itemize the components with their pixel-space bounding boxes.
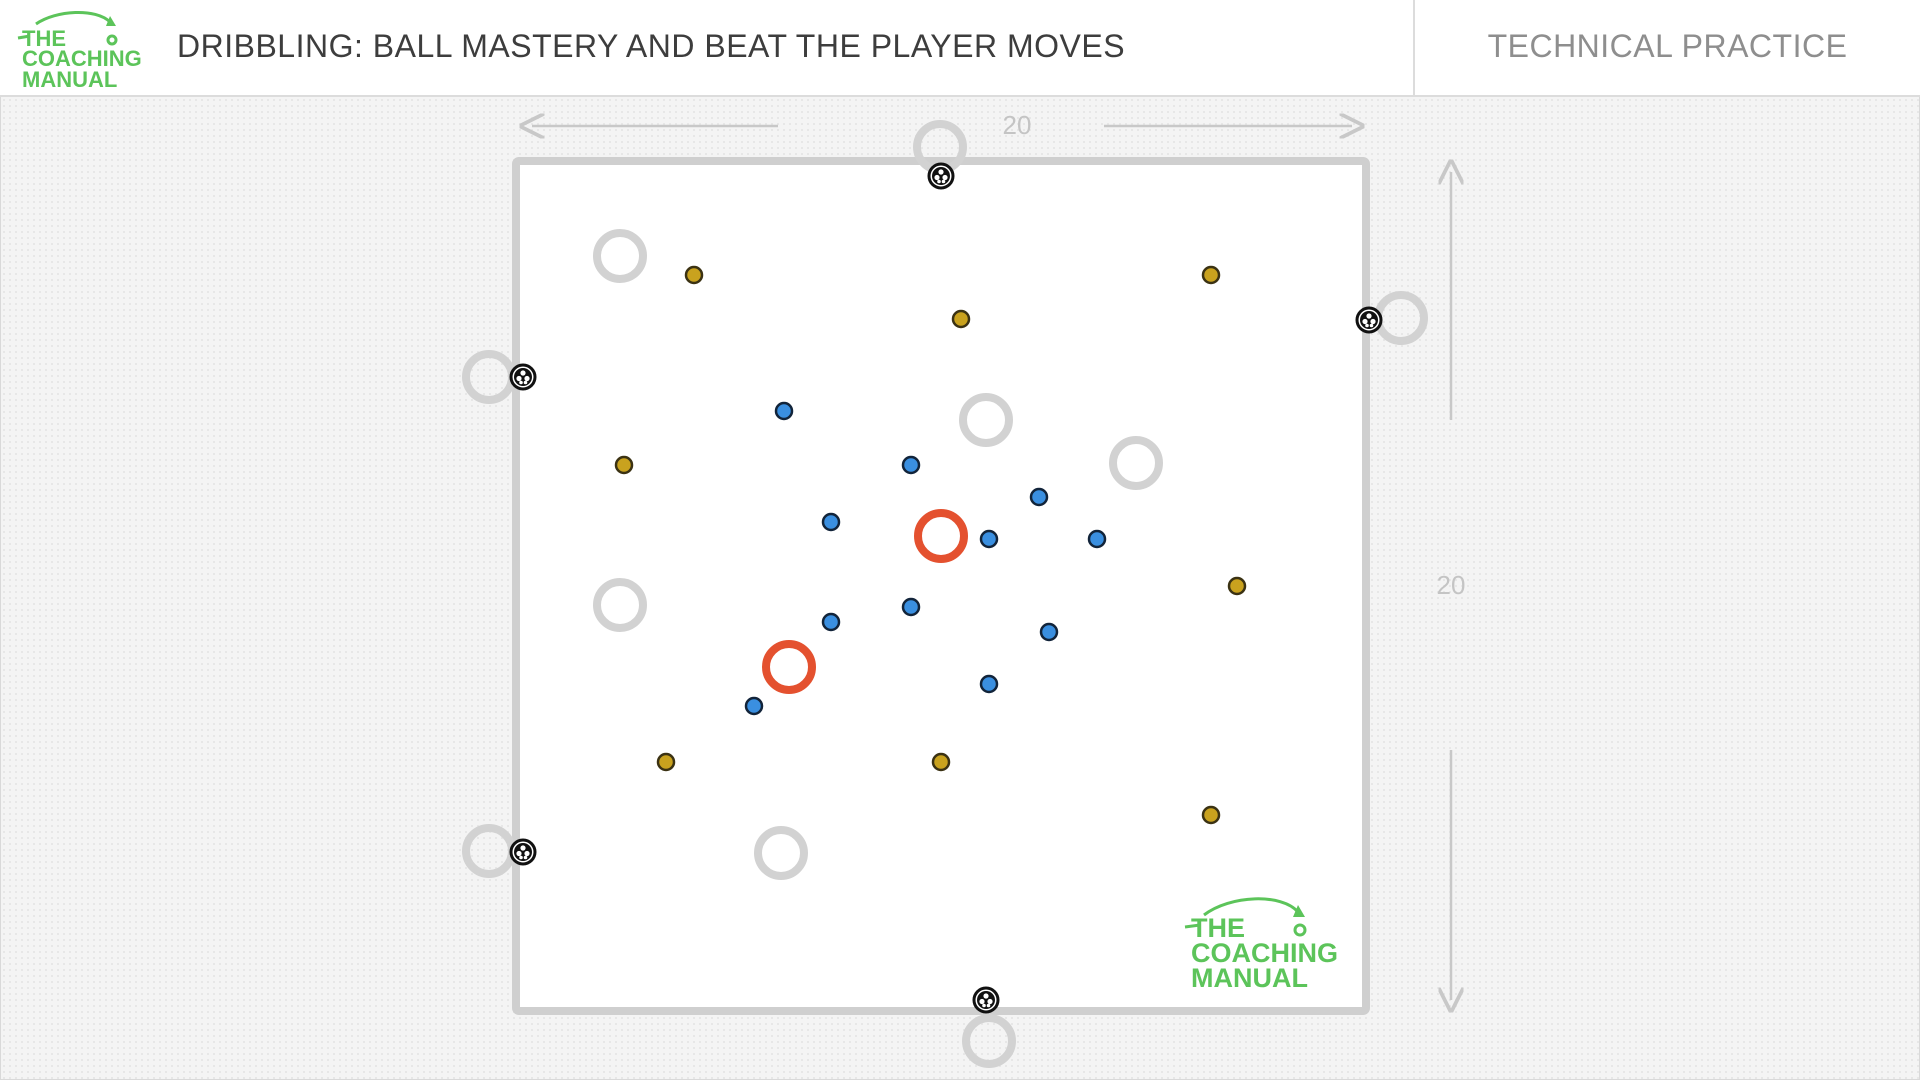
coaching-manual-watermark: THE COACHING MANUAL bbox=[1184, 897, 1338, 993]
football-icon bbox=[1355, 306, 1383, 334]
yellow-cone-marker-icon bbox=[656, 752, 676, 772]
pitch-area bbox=[512, 157, 1370, 1015]
hoop-ring-icon bbox=[959, 393, 1013, 447]
yellow-cone-marker-icon bbox=[684, 265, 704, 285]
yellow-cone-marker-icon bbox=[1201, 265, 1221, 285]
header-bar: THE COACHING MANUAL DRIBBLING: BALL MAST… bbox=[0, 0, 1920, 97]
football-icon bbox=[927, 162, 955, 190]
hoop-ring-icon bbox=[593, 578, 647, 632]
hoop-ring-icon bbox=[462, 824, 516, 878]
hoop-ring-icon bbox=[593, 229, 647, 283]
red-hoop-ring-icon bbox=[762, 640, 816, 694]
page-title: DRIBBLING: BALL MASTERY AND BEAT THE PLA… bbox=[177, 28, 1126, 64]
red-hoop-ring-icon bbox=[914, 509, 968, 563]
blue-cone-marker-icon bbox=[821, 512, 841, 532]
blue-cone-marker-icon bbox=[901, 455, 921, 475]
blue-cone-marker-icon bbox=[901, 597, 921, 617]
logo-line2: COACHING bbox=[22, 46, 142, 71]
hoop-ring-icon bbox=[754, 826, 808, 880]
watermark-line1: THE bbox=[1191, 913, 1245, 943]
football-icon bbox=[509, 363, 537, 391]
blue-cone-marker-icon bbox=[979, 674, 999, 694]
practice-category: TECHNICAL PRACTICE bbox=[1487, 28, 1848, 64]
blue-cone-marker-icon bbox=[979, 529, 999, 549]
hoop-ring-icon bbox=[1374, 291, 1428, 345]
blue-cone-marker-icon bbox=[1039, 622, 1059, 642]
yellow-cone-marker-icon bbox=[614, 455, 634, 475]
logo-line1: THE bbox=[22, 26, 66, 51]
football-icon bbox=[509, 838, 537, 866]
coaching-manual-logo: THE COACHING MANUAL bbox=[17, 11, 142, 92]
width-dimension-label: 20 bbox=[1002, 110, 1032, 140]
hoop-ring-icon bbox=[962, 1014, 1016, 1068]
yellow-cone-marker-icon bbox=[1227, 576, 1247, 596]
height-dimension-label: 20 bbox=[1436, 570, 1466, 600]
header-divider bbox=[1413, 0, 1415, 95]
blue-cone-marker-icon bbox=[744, 696, 764, 716]
watermark-line2: COACHING bbox=[1191, 938, 1338, 968]
yellow-cone-marker-icon bbox=[1201, 805, 1221, 825]
football-icon bbox=[972, 986, 1000, 1014]
hoop-ring-icon bbox=[462, 350, 516, 404]
blue-cone-marker-icon bbox=[1087, 529, 1107, 549]
blue-cone-marker-icon bbox=[821, 612, 841, 632]
blue-cone-marker-icon bbox=[774, 401, 794, 421]
yellow-cone-marker-icon bbox=[931, 752, 951, 772]
logo-line3: MANUAL bbox=[22, 67, 117, 92]
yellow-cone-marker-icon bbox=[951, 309, 971, 329]
hoop-ring-icon bbox=[1109, 436, 1163, 490]
watermark-line3: MANUAL bbox=[1191, 963, 1308, 993]
blue-cone-marker-icon bbox=[1029, 487, 1049, 507]
